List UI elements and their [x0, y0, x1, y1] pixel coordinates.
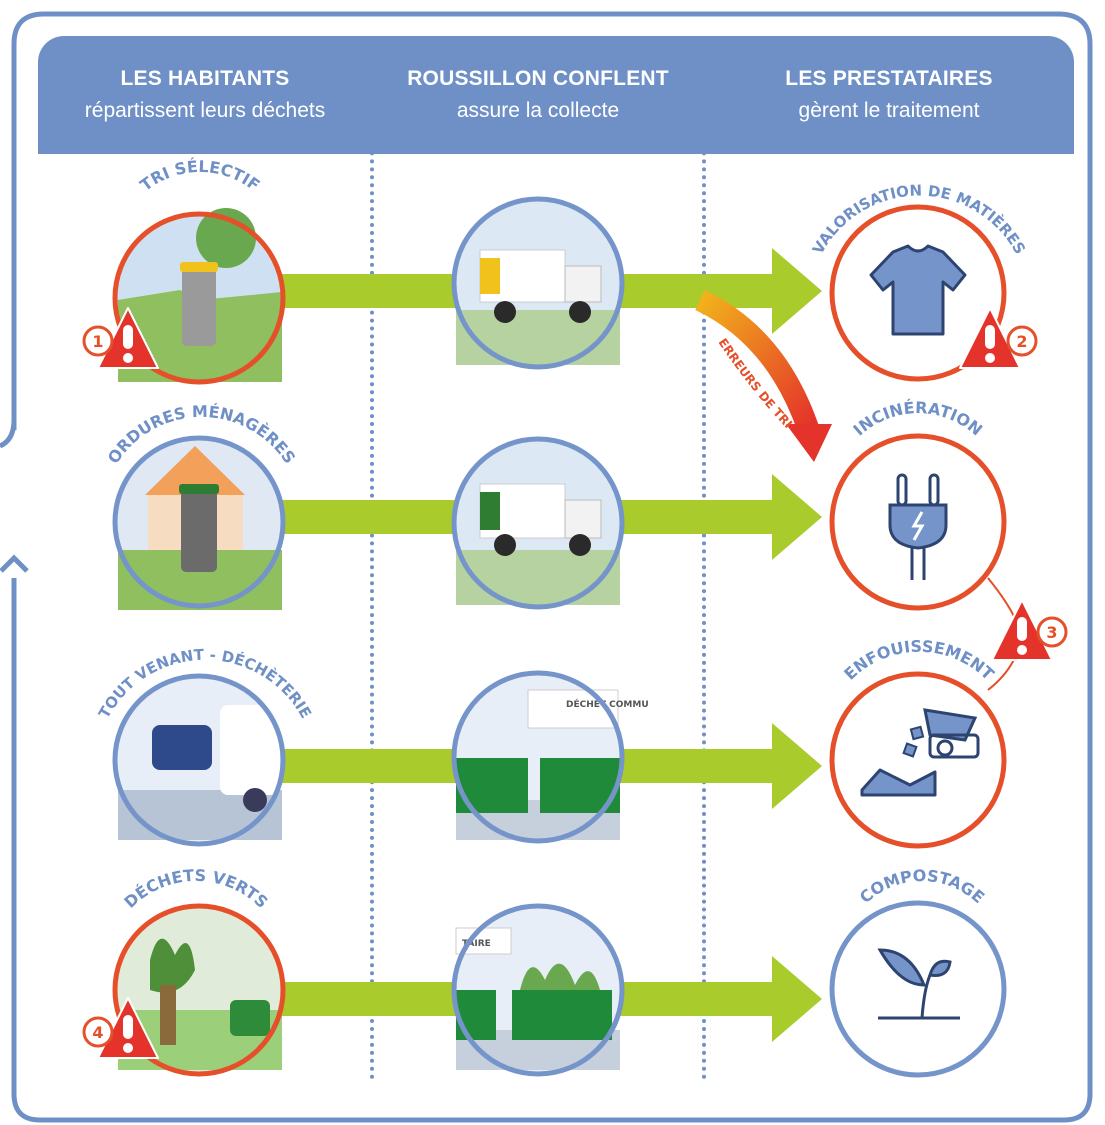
treatment-incineration: [829, 433, 1007, 611]
collection-truck-2: [451, 436, 625, 610]
source-label-selective: TRI SÉLECTIF: [137, 157, 264, 195]
header-habitants: LES HABITANTS répartissent leurs déchets: [38, 36, 372, 154]
dump-truck-icon: [860, 708, 980, 797]
container-icon: [456, 990, 496, 1040]
column-divider-2: [702, 40, 706, 1080]
sprout-icon: [877, 948, 960, 1020]
power-plug-icon: [888, 473, 948, 580]
treatment-landfill: [829, 671, 1007, 849]
alert-number: 4: [92, 1023, 103, 1042]
recycling-center-sign: DÉCHET COMMU: [566, 698, 649, 710]
alert-number: 1: [92, 332, 103, 351]
grey-bin-icon: [181, 490, 217, 572]
header-collecte-title: ROUSSILLON CONFLENT: [407, 67, 669, 90]
sorting-errors-arrow: [695, 290, 832, 462]
header-prestataires-title: LES PRESTATAIRES: [785, 67, 993, 90]
green-center-sign: TAIRE: [462, 939, 491, 949]
alert-number: 2: [1016, 332, 1027, 351]
treatment-label-incineration: INCINÉRATION: [849, 398, 986, 439]
header-prestataires: LES PRESTATAIRES gèrent le traitement: [704, 36, 1074, 154]
collection-truck-1: [451, 196, 625, 370]
header-collecte: ROUSSILLON CONFLENT assure la collecte: [372, 36, 704, 154]
t-shirt-icon: [869, 244, 967, 336]
alert-badge-2: 2: [959, 307, 1038, 369]
alert-badge-1: 1: [82, 307, 159, 369]
header-prestataires-subtitle: gèrent le traitement: [798, 99, 980, 122]
source-bulky-waste: [112, 673, 286, 847]
source-selective-sorting: [112, 208, 286, 385]
alert-badge-3: 3: [991, 599, 1068, 661]
treatment-composting: [829, 900, 1007, 1078]
container-icon: [512, 990, 612, 1040]
header-habitants-title: LES HABITANTS: [120, 67, 290, 90]
collection-recycling-center: DÉCHET COMMU: [451, 670, 649, 844]
source-household-waste: [112, 435, 286, 610]
yellow-bin-icon: [182, 268, 216, 346]
alert-badge-4: 4: [82, 997, 159, 1059]
header-habitants-subtitle: répartissent leurs déchets: [84, 99, 326, 122]
alert-number: 3: [1046, 623, 1057, 642]
treatment-material-recovery: [829, 204, 1007, 382]
column-divider-1: [370, 40, 374, 1080]
green-bin-icon: [230, 1000, 270, 1036]
header-collecte-subtitle: assure la collecte: [456, 99, 620, 122]
collection-green-waste-center: TAIRE: [451, 903, 625, 1077]
sofa-icon: [152, 725, 212, 770]
